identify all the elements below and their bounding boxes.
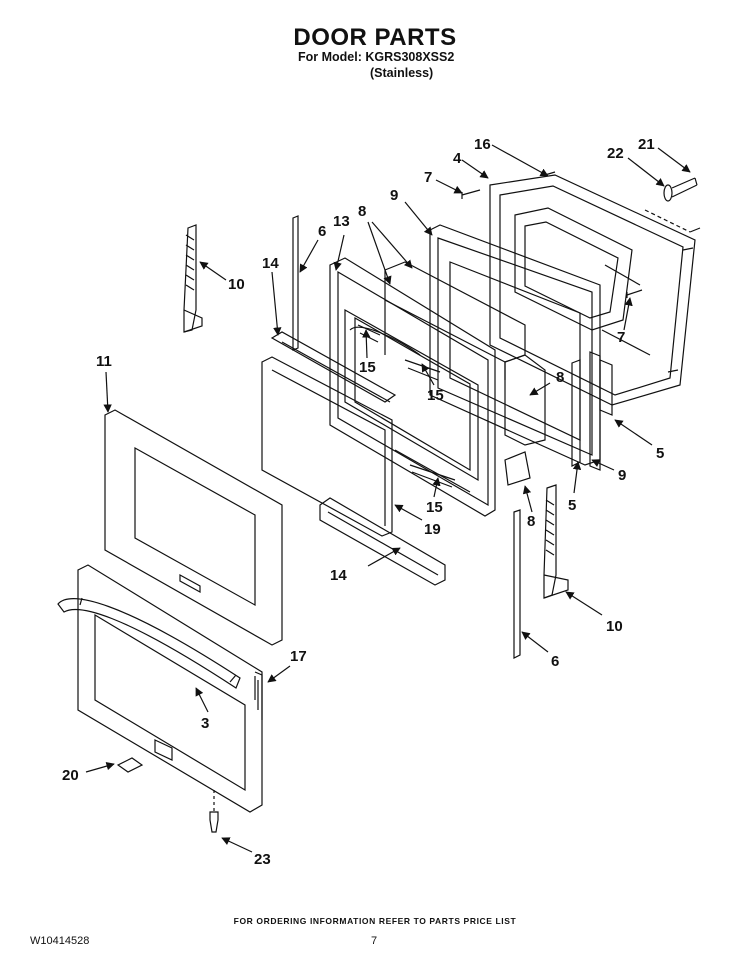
callout-3: 3 [201, 715, 209, 732]
callout-6b: 6 [551, 653, 559, 670]
callout-20: 20 [62, 767, 79, 784]
callout-13: 13 [333, 213, 350, 230]
model-number: For Model: KGRS308XSS2 [298, 50, 455, 64]
callout-22: 22 [607, 145, 624, 162]
callout-14b: 14 [330, 567, 347, 584]
door-hinge-left [183, 224, 203, 333]
callout-19: 19 [424, 521, 441, 538]
callout-6: 6 [318, 223, 326, 240]
callout-leaders [85, 144, 691, 853]
callout-23: 23 [254, 851, 271, 868]
finish-label: (Stainless) [370, 66, 434, 80]
door-handle [57, 597, 241, 689]
outer-door-panel [77, 564, 263, 813]
inner-liner-frame [329, 257, 496, 517]
door-badge [116, 739, 173, 773]
door-back-panel [489, 171, 696, 406]
door-hinge-right [543, 484, 569, 599]
callout-8: 8 [358, 203, 366, 220]
outer-door-glass [104, 409, 283, 646]
callout-labels: 16 4 7 22 21 9 8 13 6 14 10 11 7 15 15 8… [62, 136, 664, 868]
callout-21: 21 [638, 136, 655, 153]
callout-15c: 15 [426, 499, 443, 516]
document-number: W10414528 [30, 935, 90, 947]
exploded-door-drawing [57, 171, 701, 833]
page-title: DOOR PARTS [293, 24, 457, 51]
callout-4: 4 [453, 150, 462, 167]
callout-14: 14 [262, 255, 279, 272]
callout-16: 16 [474, 136, 491, 153]
callout-17: 17 [290, 648, 307, 665]
callout-7b: 7 [617, 329, 625, 346]
callout-9b: 9 [618, 467, 626, 484]
inner-door-frame [589, 351, 613, 471]
callout-15b: 15 [427, 387, 444, 404]
callout-8c: 8 [527, 513, 535, 530]
callout-9: 9 [390, 187, 398, 204]
callout-5: 5 [656, 445, 664, 462]
door-side-trim-left [292, 215, 299, 351]
callout-10b: 10 [606, 618, 623, 635]
callout-15: 15 [359, 359, 376, 376]
callout-8b: 8 [556, 369, 564, 386]
callout-11: 11 [96, 353, 112, 370]
hinge-receivers [357, 324, 456, 488]
callout-7: 7 [424, 169, 432, 186]
callout-10: 10 [228, 276, 245, 293]
door-bottom-screw [209, 790, 219, 833]
page-number: 7 [371, 935, 378, 947]
door-screw-washer [644, 177, 701, 233]
callout-5b: 5 [568, 497, 576, 514]
ordering-note: FOR ORDERING INFORMATION REFER TO PARTS … [233, 916, 517, 926]
inner-door-glass [261, 356, 393, 537]
door-bottom-bracket [319, 497, 446, 586]
